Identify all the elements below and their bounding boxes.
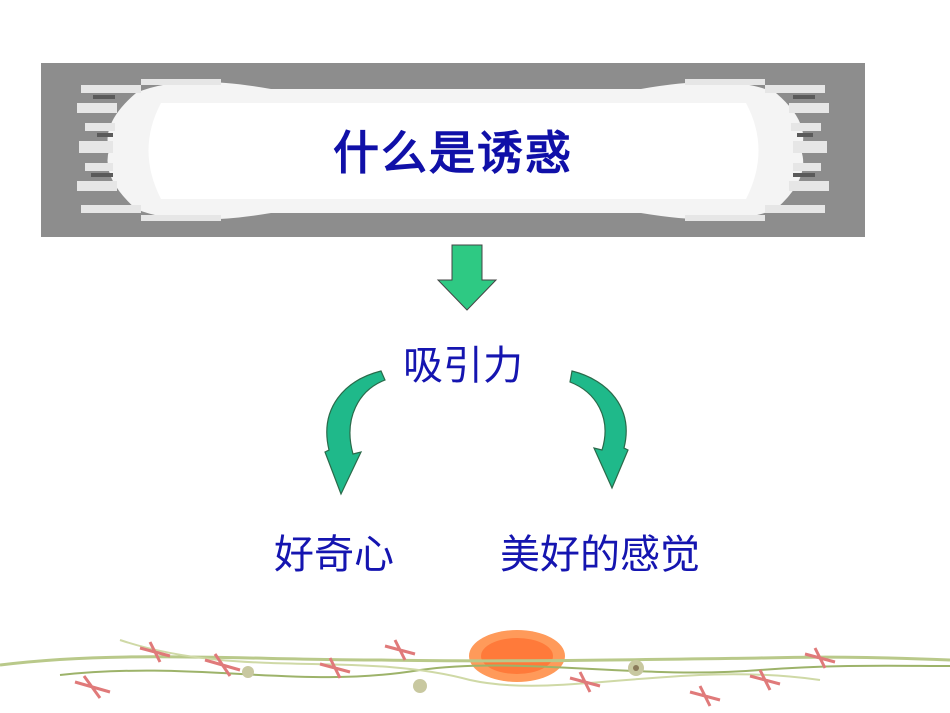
page-title: 什么是诱惑 xyxy=(333,126,573,180)
left-curved-arrow-icon xyxy=(324,370,386,496)
right-node-label: 美好的感觉 xyxy=(500,532,700,578)
banner-frame-ornament xyxy=(41,63,865,237)
right-curved-arrow-icon xyxy=(569,370,629,490)
left-node-label: 好奇心 xyxy=(274,532,394,578)
decorative-vine-border xyxy=(0,630,950,707)
title-banner: 什么是诱惑 xyxy=(41,63,865,237)
down-arrow-icon xyxy=(436,244,498,311)
center-node-label: 吸引力 xyxy=(403,343,523,389)
